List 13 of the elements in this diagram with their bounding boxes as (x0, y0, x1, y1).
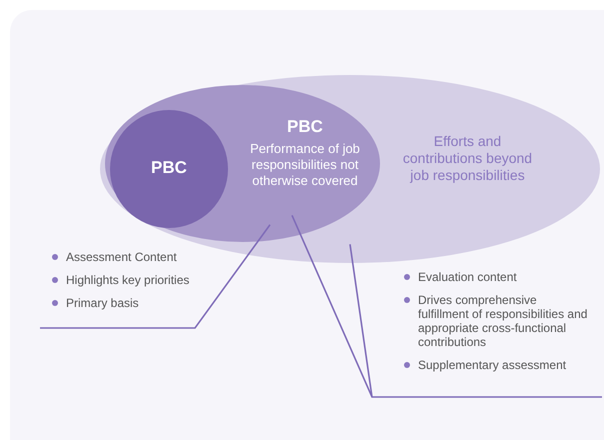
list-item-text: Supplementary assessment (418, 358, 566, 372)
list-item-text: Primary basis (66, 296, 139, 310)
ellipse-heading: PBC (286, 117, 324, 137)
list-item-text: Highlights key priorities (66, 273, 190, 287)
ellipse-text: Performance of job responsibilities not otherwise covered (249, 141, 361, 189)
list-item-text: Assessment Content (66, 250, 177, 264)
ellipse-text: Efforts and contributions beyond job responsibilities (402, 133, 534, 184)
leader-line (291, 214, 602, 398)
leader-line (349, 244, 373, 398)
list-item-text: Evaluation content (418, 270, 517, 284)
list-item-text: Drives comprehensive fulfillment of responsibilities and appropriate cross-functional contributions (418, 293, 588, 349)
leader-line (40, 224, 271, 329)
ellipse-heading: PBC (150, 158, 188, 178)
